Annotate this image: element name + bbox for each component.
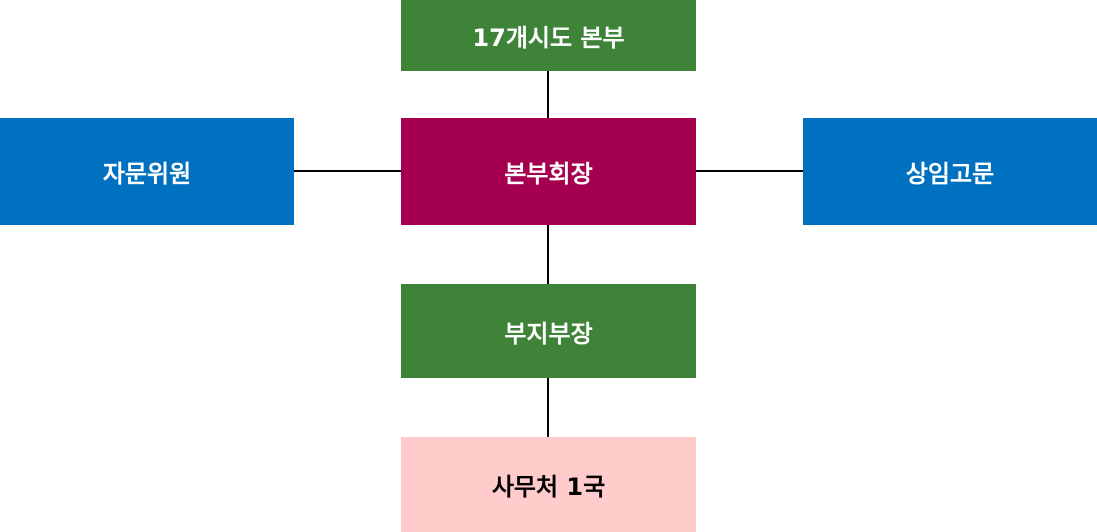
connector-chair-branch: [547, 225, 549, 284]
connector-branch-office: [547, 378, 549, 437]
node-secretariat-bureau-1: 사무처 1국: [401, 437, 696, 532]
node-label: 상임고문: [905, 160, 995, 188]
node-regional-headquarters: 17개시도 본부: [401, 0, 696, 71]
node-standing-counsel: 상임고문: [803, 118, 1097, 225]
connector-advisory-chair: [294, 170, 401, 172]
node-headquarters-chair: 본부회장: [401, 118, 696, 225]
node-label: 17개시도 본부: [472, 24, 625, 52]
node-label: 부지부장: [504, 319, 593, 348]
node-label: 자문위원: [102, 160, 192, 188]
node-label: 본부회장: [504, 160, 593, 188]
connector-regional-chair: [547, 71, 549, 118]
node-advisory-committee: 자문위원: [0, 118, 294, 225]
node-label: 사무처 1국: [491, 473, 606, 501]
connector-chair-counsel: [696, 170, 803, 172]
node-vice-branch-head: 부지부장: [401, 284, 696, 378]
